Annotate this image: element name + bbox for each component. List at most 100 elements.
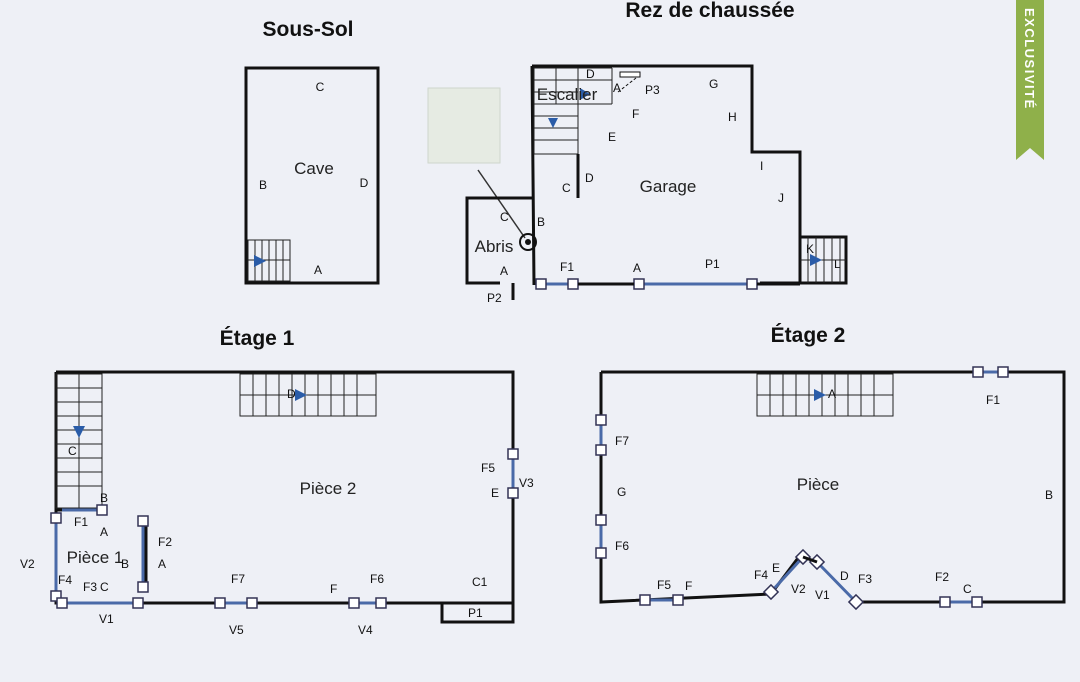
wall-label: E bbox=[491, 486, 499, 500]
window-label: F4 bbox=[754, 568, 768, 582]
wall-label: E bbox=[608, 130, 616, 144]
window-frame bbox=[50, 512, 62, 524]
window-frame bbox=[132, 597, 144, 609]
wall-label: D bbox=[287, 387, 296, 401]
wall-label: C bbox=[316, 80, 325, 94]
window-label: V1 bbox=[815, 588, 830, 602]
wall-label: A bbox=[613, 81, 621, 95]
wall-label: A bbox=[100, 525, 108, 539]
window-label: F1 bbox=[986, 393, 1000, 407]
etage2-plan: Étage 2 bbox=[595, 324, 1066, 611]
window-frame bbox=[507, 487, 519, 499]
wall-label: F bbox=[685, 579, 692, 593]
window-frame bbox=[997, 366, 1009, 378]
window-frame bbox=[639, 594, 651, 606]
window-frame bbox=[847, 593, 865, 611]
wall-label: D bbox=[360, 176, 369, 190]
wall-label: L bbox=[834, 257, 841, 271]
etage1-staircase-left bbox=[55, 373, 103, 509]
window-frame bbox=[595, 514, 607, 526]
wall-label: B bbox=[259, 178, 267, 192]
window-label: F6 bbox=[370, 572, 384, 586]
rdc-staircase bbox=[533, 67, 613, 198]
window-label: F3 bbox=[83, 580, 97, 594]
piece2-walls bbox=[56, 370, 515, 624]
wall-segment bbox=[802, 555, 818, 564]
window-label: V1 bbox=[99, 612, 114, 626]
wall-label: D bbox=[585, 171, 594, 185]
wall-label: C bbox=[562, 181, 571, 195]
wall-label: A bbox=[828, 387, 836, 401]
window-label: V5 bbox=[229, 623, 244, 637]
room-piece-1: Pièce 1 bbox=[67, 548, 124, 567]
wall-label: E bbox=[772, 561, 780, 575]
room-escalier: Escalier bbox=[537, 85, 598, 104]
wall-label: F bbox=[330, 582, 337, 596]
window-frame bbox=[633, 278, 645, 290]
wall-label: C bbox=[100, 580, 109, 594]
window-frame bbox=[246, 597, 258, 609]
window-v1 bbox=[815, 560, 858, 604]
window-label: F3 bbox=[858, 572, 872, 586]
window-frame bbox=[972, 366, 984, 378]
rdc-plan: Rez de chaussée Escal bbox=[427, 0, 848, 305]
wall-label: C bbox=[500, 210, 509, 224]
wall-label: I bbox=[760, 159, 763, 173]
rdc-title: Rez de chaussée bbox=[625, 0, 794, 22]
wall-label: A bbox=[633, 261, 641, 275]
wall-label: C bbox=[68, 444, 77, 458]
stair-arrow-icon bbox=[814, 389, 826, 401]
window-frame bbox=[939, 596, 951, 608]
window-frame bbox=[348, 597, 360, 609]
window-label: V4 bbox=[358, 623, 373, 637]
boiler-center bbox=[525, 239, 531, 245]
window-frame bbox=[595, 547, 607, 559]
window-label: F1 bbox=[560, 260, 574, 274]
window-frame bbox=[595, 414, 607, 426]
wall-label: C bbox=[963, 582, 972, 596]
rdc-staircase-right bbox=[800, 237, 846, 283]
etage2-staircase bbox=[756, 373, 894, 417]
window-frame bbox=[214, 597, 226, 609]
stair-arrow-icon bbox=[73, 426, 85, 438]
window-label: F7 bbox=[231, 572, 245, 586]
window-label: F4 bbox=[58, 573, 72, 587]
etage1-title: Étage 1 bbox=[220, 327, 295, 350]
door-label: P2 bbox=[487, 291, 502, 305]
boiler-icon bbox=[519, 233, 537, 251]
window-frame bbox=[507, 448, 519, 460]
door-label: P1 bbox=[705, 257, 720, 271]
window-p3 bbox=[619, 71, 641, 78]
wall-label: A bbox=[158, 557, 166, 571]
stair-arrow-icon bbox=[295, 389, 307, 401]
wall-label: G bbox=[709, 77, 718, 91]
sous-sol-plan: Sous-Sol Cave C B D A bbox=[244, 18, 380, 285]
wall-label: B bbox=[100, 491, 108, 505]
ribbon-shape bbox=[1016, 0, 1044, 160]
window-frame bbox=[96, 504, 108, 516]
sous-sol-title: Sous-Sol bbox=[262, 18, 353, 41]
window-label: F7 bbox=[615, 434, 629, 448]
window-label: V2 bbox=[791, 582, 806, 596]
wall-label: A bbox=[314, 263, 322, 277]
window-frame bbox=[137, 581, 149, 593]
stair-arrow-icon bbox=[810, 254, 822, 266]
abris-walls bbox=[465, 196, 532, 285]
wall-label: C1 bbox=[472, 575, 488, 589]
room-cave: Cave bbox=[294, 159, 334, 178]
window-frame bbox=[535, 278, 547, 290]
window-frame bbox=[971, 596, 983, 608]
room-piece: Pièce bbox=[797, 475, 840, 494]
wall-label: B bbox=[1045, 488, 1053, 502]
ribbon-text: EXCLUSIVITÉ bbox=[1022, 8, 1037, 110]
stair-arrow-icon bbox=[254, 255, 266, 267]
wall-label: P3 bbox=[645, 83, 660, 97]
door-label: P1 bbox=[468, 606, 483, 620]
window-frame bbox=[567, 278, 579, 290]
wall-label: H bbox=[728, 110, 737, 124]
window-frame bbox=[746, 278, 758, 290]
stair-arrow-icon bbox=[548, 118, 558, 128]
etage1-staircase-top bbox=[239, 373, 377, 417]
room-garage: Garage bbox=[640, 177, 697, 196]
